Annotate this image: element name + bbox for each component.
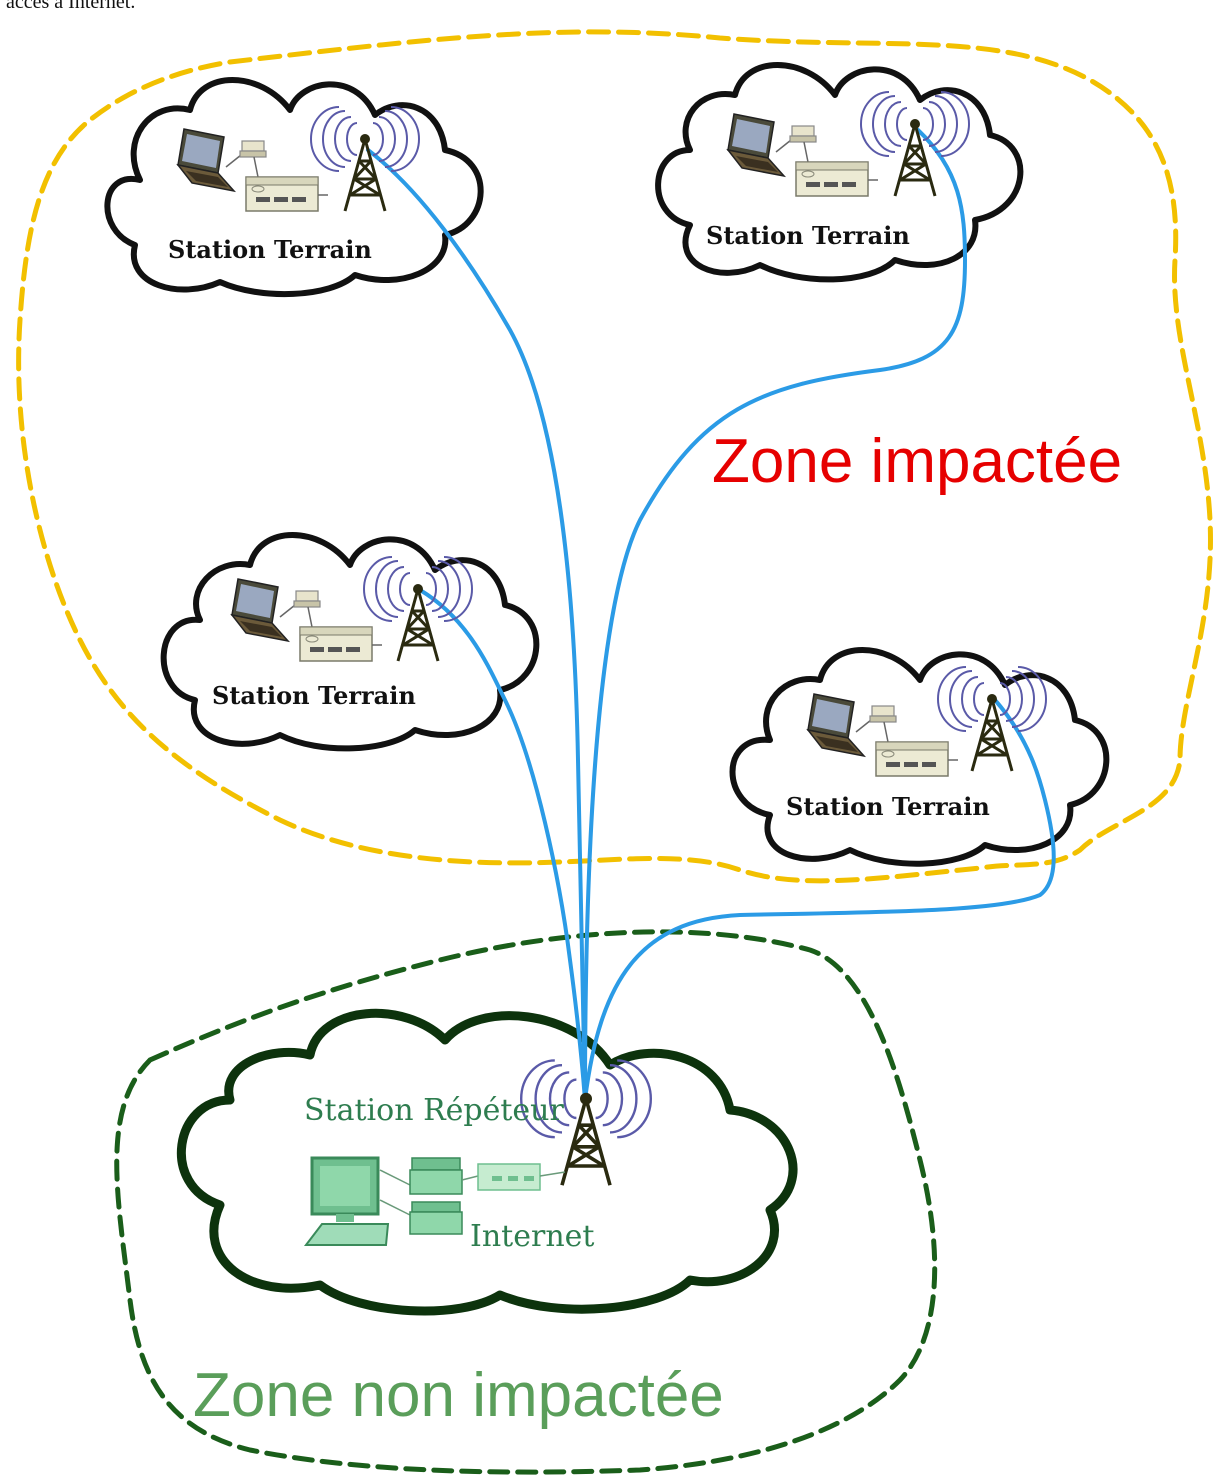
station-label-2: Station Terrain: [706, 221, 910, 250]
station-label-4: Station Terrain: [786, 792, 990, 821]
wireless-links: [366, 128, 1056, 1102]
impacted-zone-label: Zone impactée: [712, 427, 1122, 496]
impacted-zone-border: [16, 29, 1213, 884]
link-station-4: [583, 698, 1056, 1102]
non-impacted-zone-border: [114, 929, 938, 1475]
cloud-repeater: [176, 1008, 798, 1316]
caption-fragment: accès à Internet.: [6, 0, 135, 13]
repeater-station-icon: [303, 1156, 566, 1246]
repeater-label: Station Répéteur: [304, 1093, 564, 1128]
link-station-3: [418, 588, 587, 1102]
internet-label: Internet: [470, 1219, 594, 1254]
link-station-1: [366, 148, 587, 1102]
non-impacted-zone-label: Zone non impactée: [193, 1361, 724, 1430]
station-label-1: Station Terrain: [168, 235, 372, 264]
link-station-2: [583, 128, 968, 1102]
station-label-3: Station Terrain: [212, 681, 416, 710]
